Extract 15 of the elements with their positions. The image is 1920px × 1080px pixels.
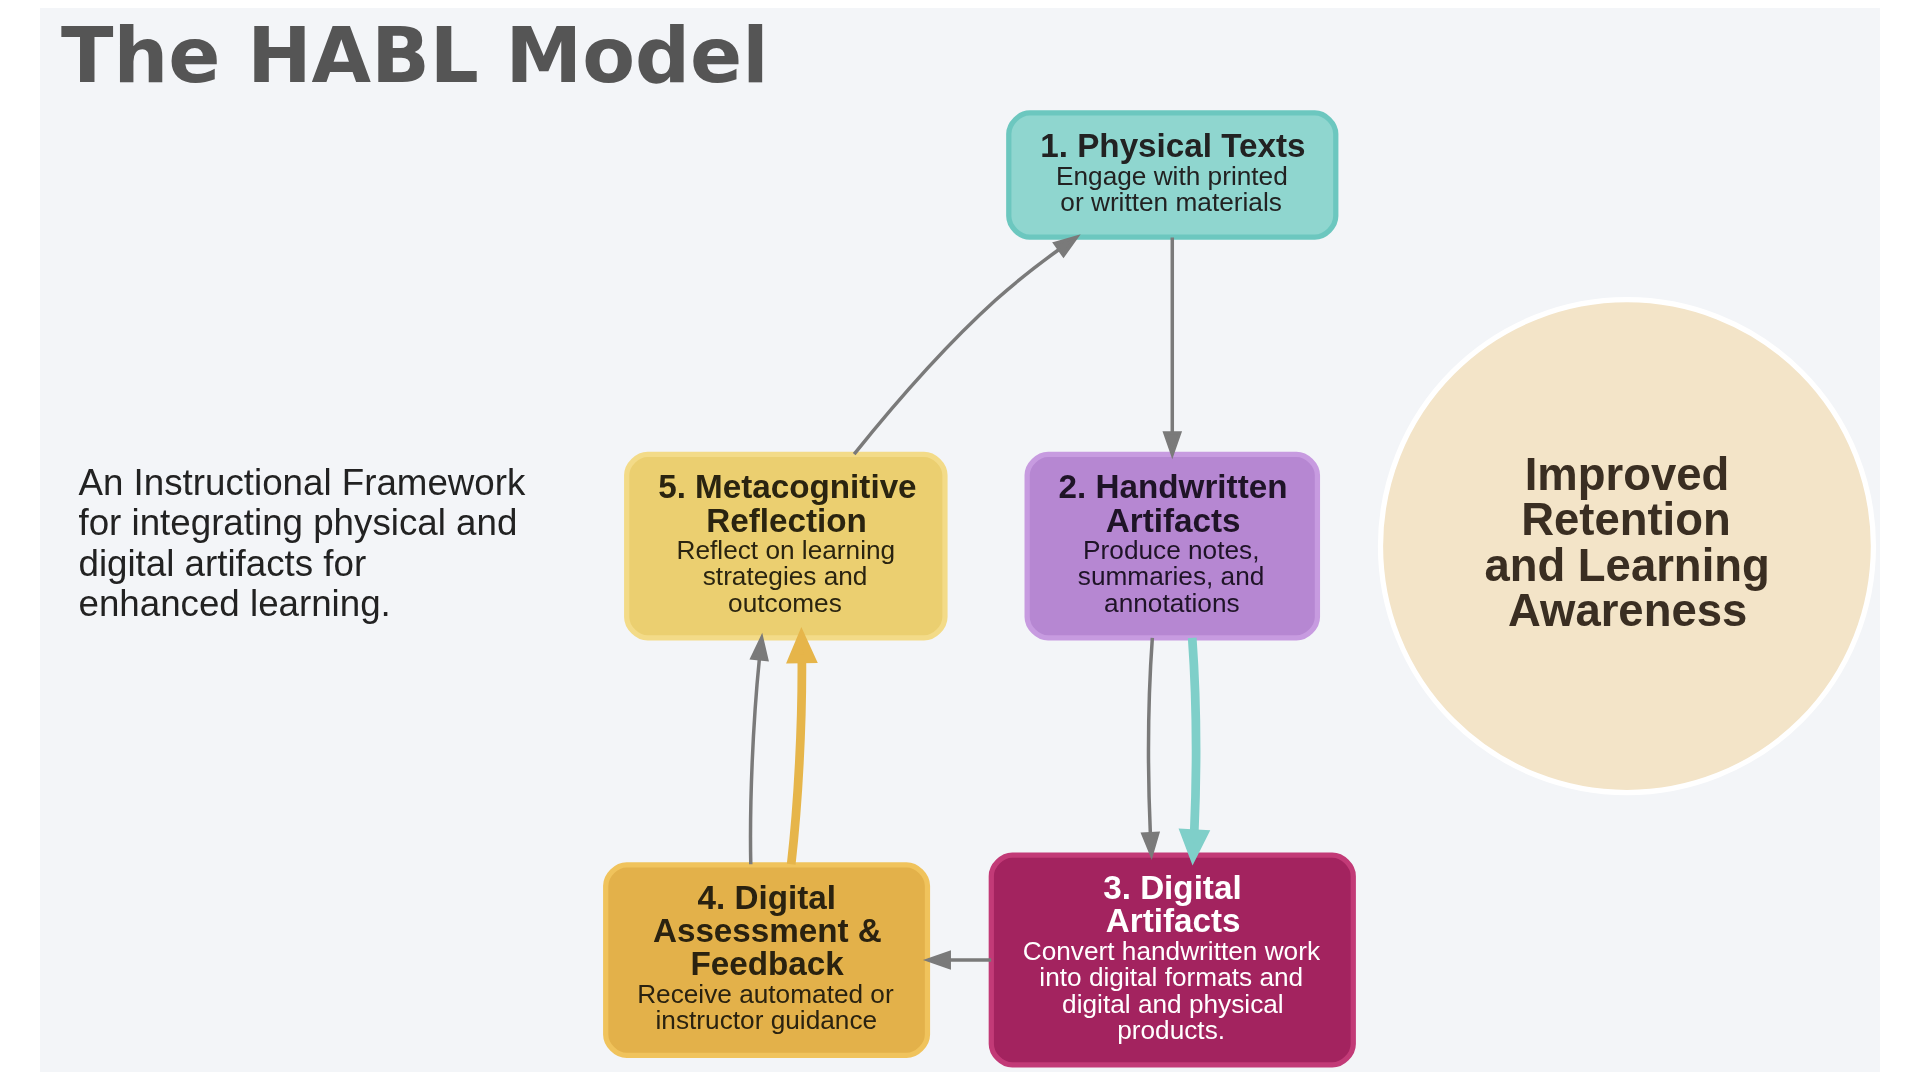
- node-box: 5. Metacognitive Reflection Reflect on learning strategies and outcomes: [624, 451, 948, 641]
- arrow: [1178, 637, 1211, 866]
- arrow: [922, 950, 992, 970]
- label: An Instructional Framework for integrating physical and digital artifacts for enhanced learning.: [78, 462, 526, 624]
- node-box: 4. Digital Assessment & Feedback Receive automated or instructor guidance: [603, 862, 931, 1058]
- node-box: 2. Handwritten Artifacts Produce notes, summaries, and annotations: [1024, 451, 1321, 641]
- arrow: [1140, 637, 1161, 860]
- arrow: [852, 234, 1081, 456]
- node-circle: Improved Retention and Learning Awareness: [1377, 297, 1876, 796]
- arrow: [1162, 237, 1183, 460]
- arrow: [748, 632, 769, 865]
- node-box: 1. Physical Texts Engage with printed or written materials: [1006, 110, 1339, 240]
- node-box: 3. Digital Artifacts Convert handwritten work into digital formats and digital and physical products.: [988, 852, 1356, 1068]
- diagram-title: The HABL Model: [60, 10, 769, 100]
- arrow: [786, 627, 818, 865]
